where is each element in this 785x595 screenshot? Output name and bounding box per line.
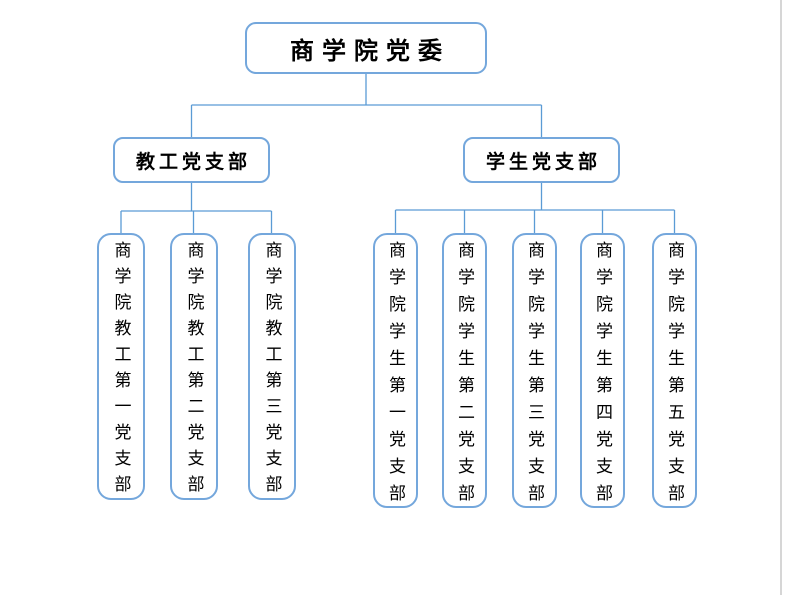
node-student-branch-2-label: 商学院学生第二党支部 (455, 240, 474, 511)
node-student-branch-4-label: 商学院学生第四党支部 (593, 240, 612, 511)
node-party-committee-label: 商学院党委 (290, 38, 450, 65)
node-faculty-branch[interactable]: 教工党支部 (113, 137, 270, 183)
node-student-branch-2[interactable]: 商学院学生第二党支部 (442, 233, 487, 511)
node-student-branch-1[interactable]: 商学院学生第一党支部 (373, 233, 418, 511)
node-faculty-branch-3-label: 商学院教工第三党支部 (262, 241, 282, 501)
node-faculty-branch-3[interactable]: 商学院教工第三党支部 (248, 233, 296, 501)
node-faculty-branch-2-label: 商学院教工第二党支部 (184, 241, 204, 501)
node-student-branch-label: 学生党支部 (485, 151, 601, 173)
node-student-branch-4[interactable]: 商学院学生第四党支部 (580, 233, 625, 511)
node-student-branch-3[interactable]: 商学院学生第三党支部 (512, 233, 557, 511)
node-student-branch-5[interactable]: 商学院学生第五党支部 (652, 233, 697, 511)
node-student-branch-5-label: 商学院学生第五党支部 (665, 240, 684, 511)
page-edge-divider (780, 0, 782, 595)
node-student-branch-1-label: 商学院学生第一党支部 (386, 240, 405, 511)
node-faculty-branch-1-label: 商学院教工第一党支部 (111, 241, 131, 501)
node-faculty-branch-1[interactable]: 商学院教工第一党支部 (97, 233, 145, 501)
node-faculty-branch-2[interactable]: 商学院教工第二党支部 (170, 233, 218, 501)
node-student-branch-3-label: 商学院学生第三党支部 (525, 240, 544, 511)
node-party-committee[interactable]: 商学院党委 (245, 22, 487, 74)
node-faculty-branch-label: 教工党支部 (135, 151, 251, 173)
node-student-branch[interactable]: 学生党支部 (463, 137, 620, 183)
